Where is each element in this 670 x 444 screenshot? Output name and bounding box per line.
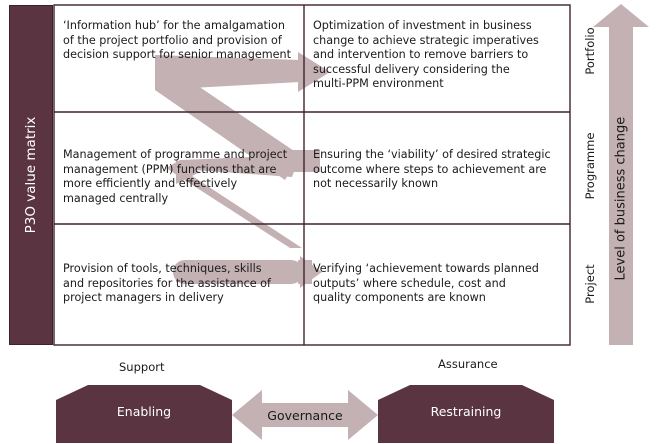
cell-portfolio-assurance: Optimization of investment in business c… bbox=[313, 19, 539, 91]
matrix-title-text: P3O value matrix bbox=[23, 116, 39, 234]
level-of-change-label: Level of business change bbox=[613, 116, 629, 281]
row-label-project: Project bbox=[583, 264, 597, 304]
assurance-label: Assurance bbox=[438, 357, 498, 371]
enabling-block bbox=[56, 385, 232, 443]
cell-project-support: Provision of tools, techniques, skills a… bbox=[63, 262, 271, 305]
matrix-title: P3O value matrix bbox=[9, 5, 53, 345]
cell-project-assurance: Verifying ‘achievement towards planned o… bbox=[313, 262, 539, 305]
restraining-block bbox=[378, 385, 554, 443]
cell-programme-assurance: Ensuring the ‘viability’ of desired stra… bbox=[313, 148, 551, 191]
restraining-label: Restraining bbox=[430, 404, 502, 419]
cell-portfolio-support: ‘Information hub’ for the amalgamation o… bbox=[63, 19, 291, 62]
row-label-portfolio: Portfolio bbox=[583, 27, 597, 75]
support-label: Support bbox=[119, 360, 165, 374]
governance-arrow bbox=[232, 390, 378, 440]
row-label-programme: Programme bbox=[583, 132, 597, 200]
governance-label: Governance bbox=[267, 408, 343, 423]
zigzag-arrow bbox=[155, 52, 330, 288]
cell-programme-support: Management of programme and project mana… bbox=[63, 148, 288, 205]
enabling-label: Enabling bbox=[116, 404, 172, 419]
matrix-grid bbox=[53, 4, 571, 346]
level-of-change-arrow bbox=[593, 4, 649, 345]
